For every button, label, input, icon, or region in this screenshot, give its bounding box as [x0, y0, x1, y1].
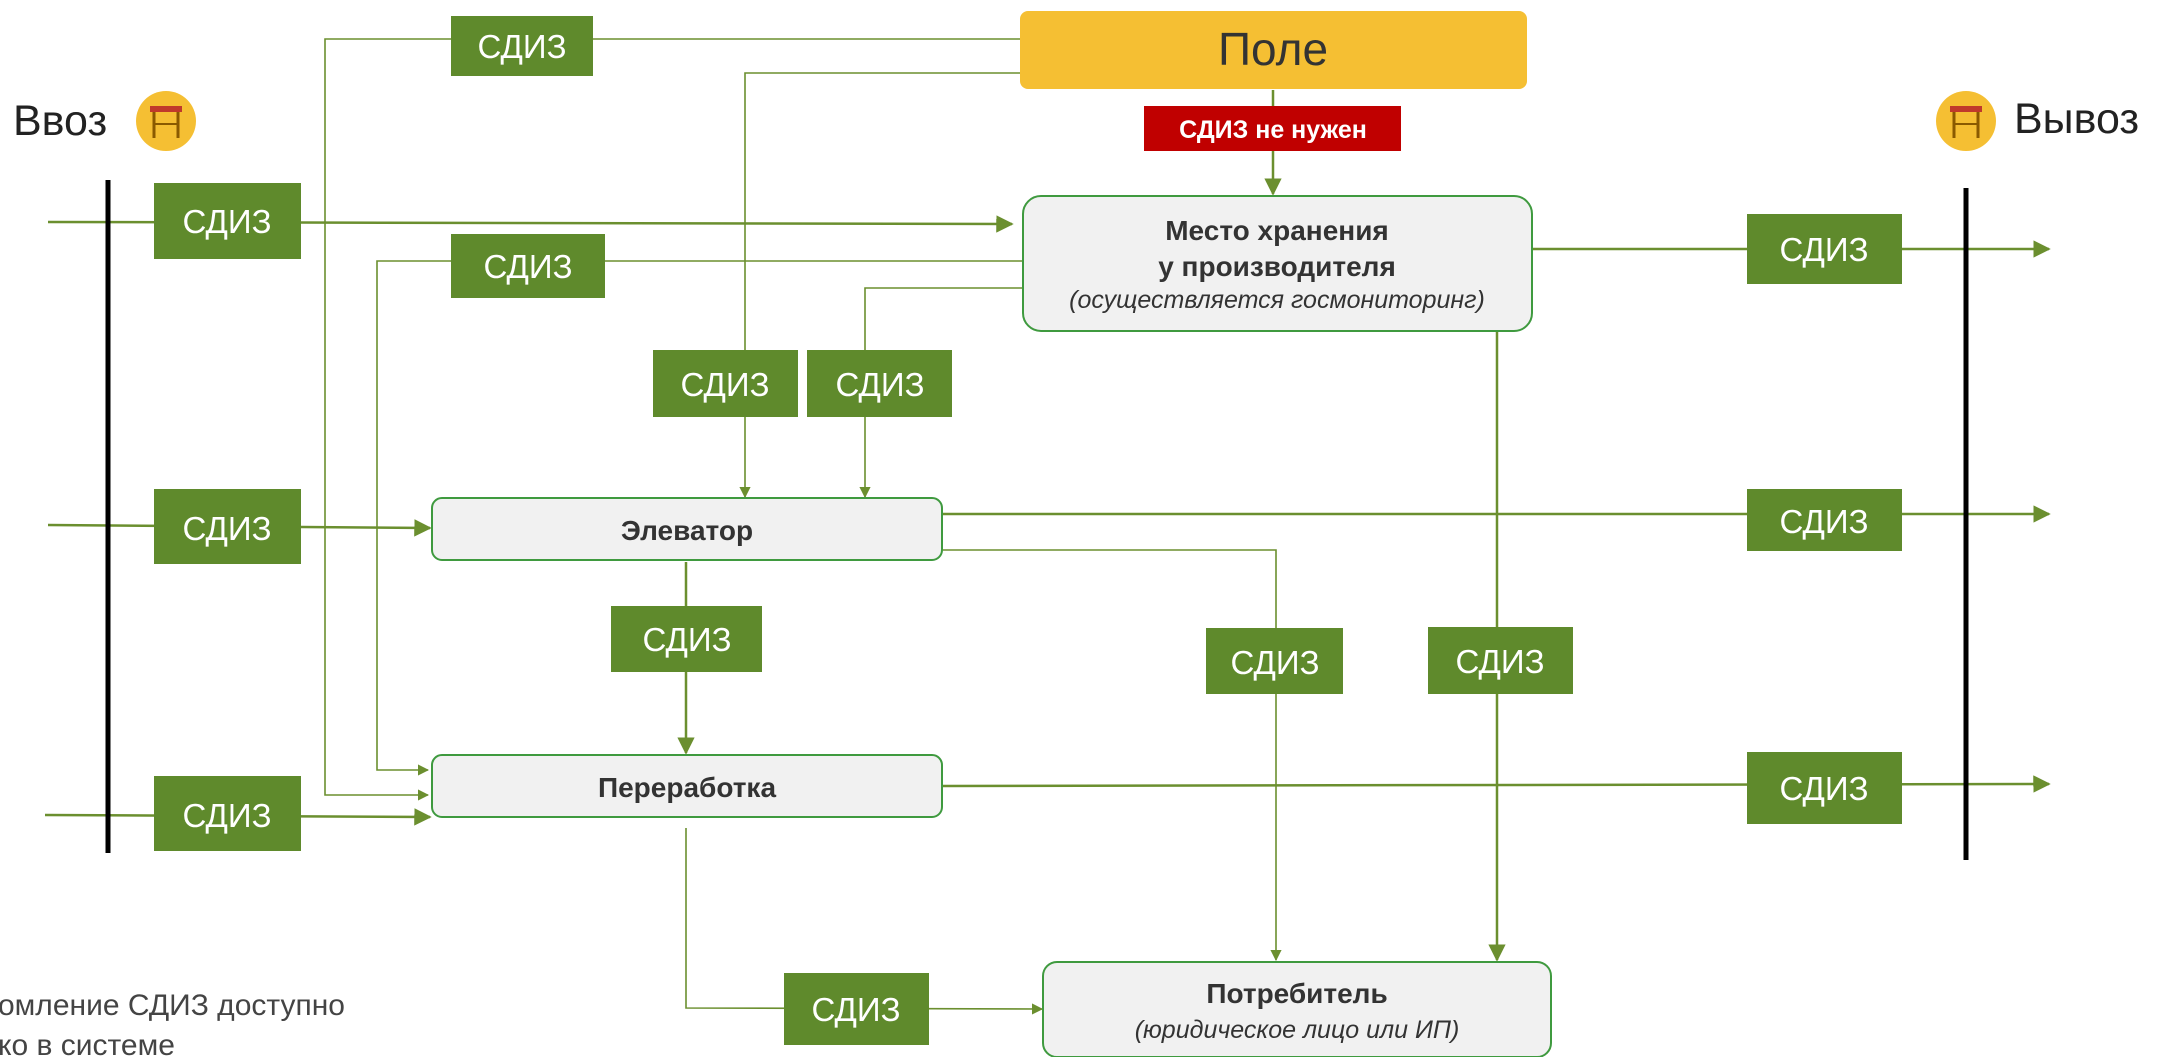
sdiz-label: СДИЗ: [1455, 643, 1544, 680]
sdiz-box-storage-elevator: СДИЗ: [807, 350, 952, 417]
elevator-title: Элеватор: [621, 515, 753, 546]
consumer-subtitle: (юридическое лицо или ИП): [1135, 1016, 1460, 1044]
connector-field-to-elevator: [739, 72, 1020, 499]
sdiz-box-field-left: СДИЗ: [451, 16, 593, 76]
sdiz-label: СДИЗ: [680, 366, 769, 403]
barrier-icon: [1936, 91, 1996, 151]
sdiz-not-needed-badge: [1144, 106, 1401, 151]
sdiz-label: СДИЗ: [835, 366, 924, 403]
storage-title-line1: Место хранения: [1165, 215, 1389, 246]
sdiz-box-processing-export: СДИЗ: [1747, 752, 1902, 824]
sdiz-not-needed-label: СДИЗ не нужен: [1179, 116, 1367, 144]
sdiz-box-import-storage: СДИЗ: [154, 183, 301, 259]
sdiz-label: СДИЗ: [1779, 770, 1868, 807]
sdiz-box-storage-processing: СДИЗ: [451, 234, 605, 298]
connector-elevator-to-consumer: [943, 549, 1282, 962]
export-label: Вывоз: [2014, 95, 2139, 143]
sdiz-box-elevator-processing: СДИЗ: [611, 606, 762, 672]
consumer-node: Потребитель (юридическое лицо или ИП): [1042, 961, 1552, 1057]
sdiz-label: СДИЗ: [1230, 644, 1319, 681]
field-label: Поле: [1218, 23, 1328, 75]
sdiz-box-elevator-export: СДИЗ: [1747, 489, 1902, 551]
sdiz-box-storage-export: СДИЗ: [1747, 214, 1902, 284]
sdiz-label: СДИЗ: [1779, 231, 1868, 268]
sdiz-box-field-elevator: СДИЗ: [653, 350, 798, 417]
sdiz-label: СДИЗ: [1779, 503, 1868, 540]
footnote-line1: омление СДИЗ доступно: [0, 989, 345, 1022]
storage-title-line2: у производителя: [1158, 251, 1396, 282]
connector-field-to-processing: [324, 38, 1020, 801]
import-label: Ввоз: [13, 97, 107, 145]
sdiz-label: СДИЗ: [483, 248, 572, 285]
sdiz-label: СДИЗ: [182, 510, 271, 547]
connector-storage-to-elevator: [859, 287, 1022, 499]
sdiz-box-import-processing: СДИЗ: [154, 776, 301, 851]
sdiz-label: СДИЗ: [642, 621, 731, 658]
sdiz-box-processing-consumer: СДИЗ: [784, 973, 929, 1045]
sdiz-box-storage-consumer: СДИЗ: [1428, 627, 1573, 694]
sdiz-box-import-elevator: СДИЗ: [154, 489, 301, 564]
sdiz-label: СДИЗ: [811, 991, 900, 1028]
sdiz-label: СДИЗ: [182, 797, 271, 834]
sdiz-label: СДИЗ: [182, 203, 271, 240]
sdiz-box-elevator-consumer: СДИЗ: [1206, 628, 1343, 694]
barrier-icon: [136, 91, 196, 151]
sdiz-label: СДИЗ: [477, 28, 566, 65]
storage-subtitle: (осуществляется госмониторинг): [1069, 286, 1485, 314]
connector-storage-to-processing: [376, 260, 1022, 776]
field-box: [1020, 11, 1527, 89]
consumer-title: Потребитель: [1206, 978, 1387, 1009]
processing-title: Переработка: [598, 772, 776, 803]
storage-node: Место хранения у производителя (осуществ…: [1022, 195, 1533, 332]
processing-node: Переработка: [431, 754, 943, 818]
footnote-line2: ко в системе: [0, 1029, 175, 1057]
elevator-node: Элеватор: [431, 497, 943, 561]
